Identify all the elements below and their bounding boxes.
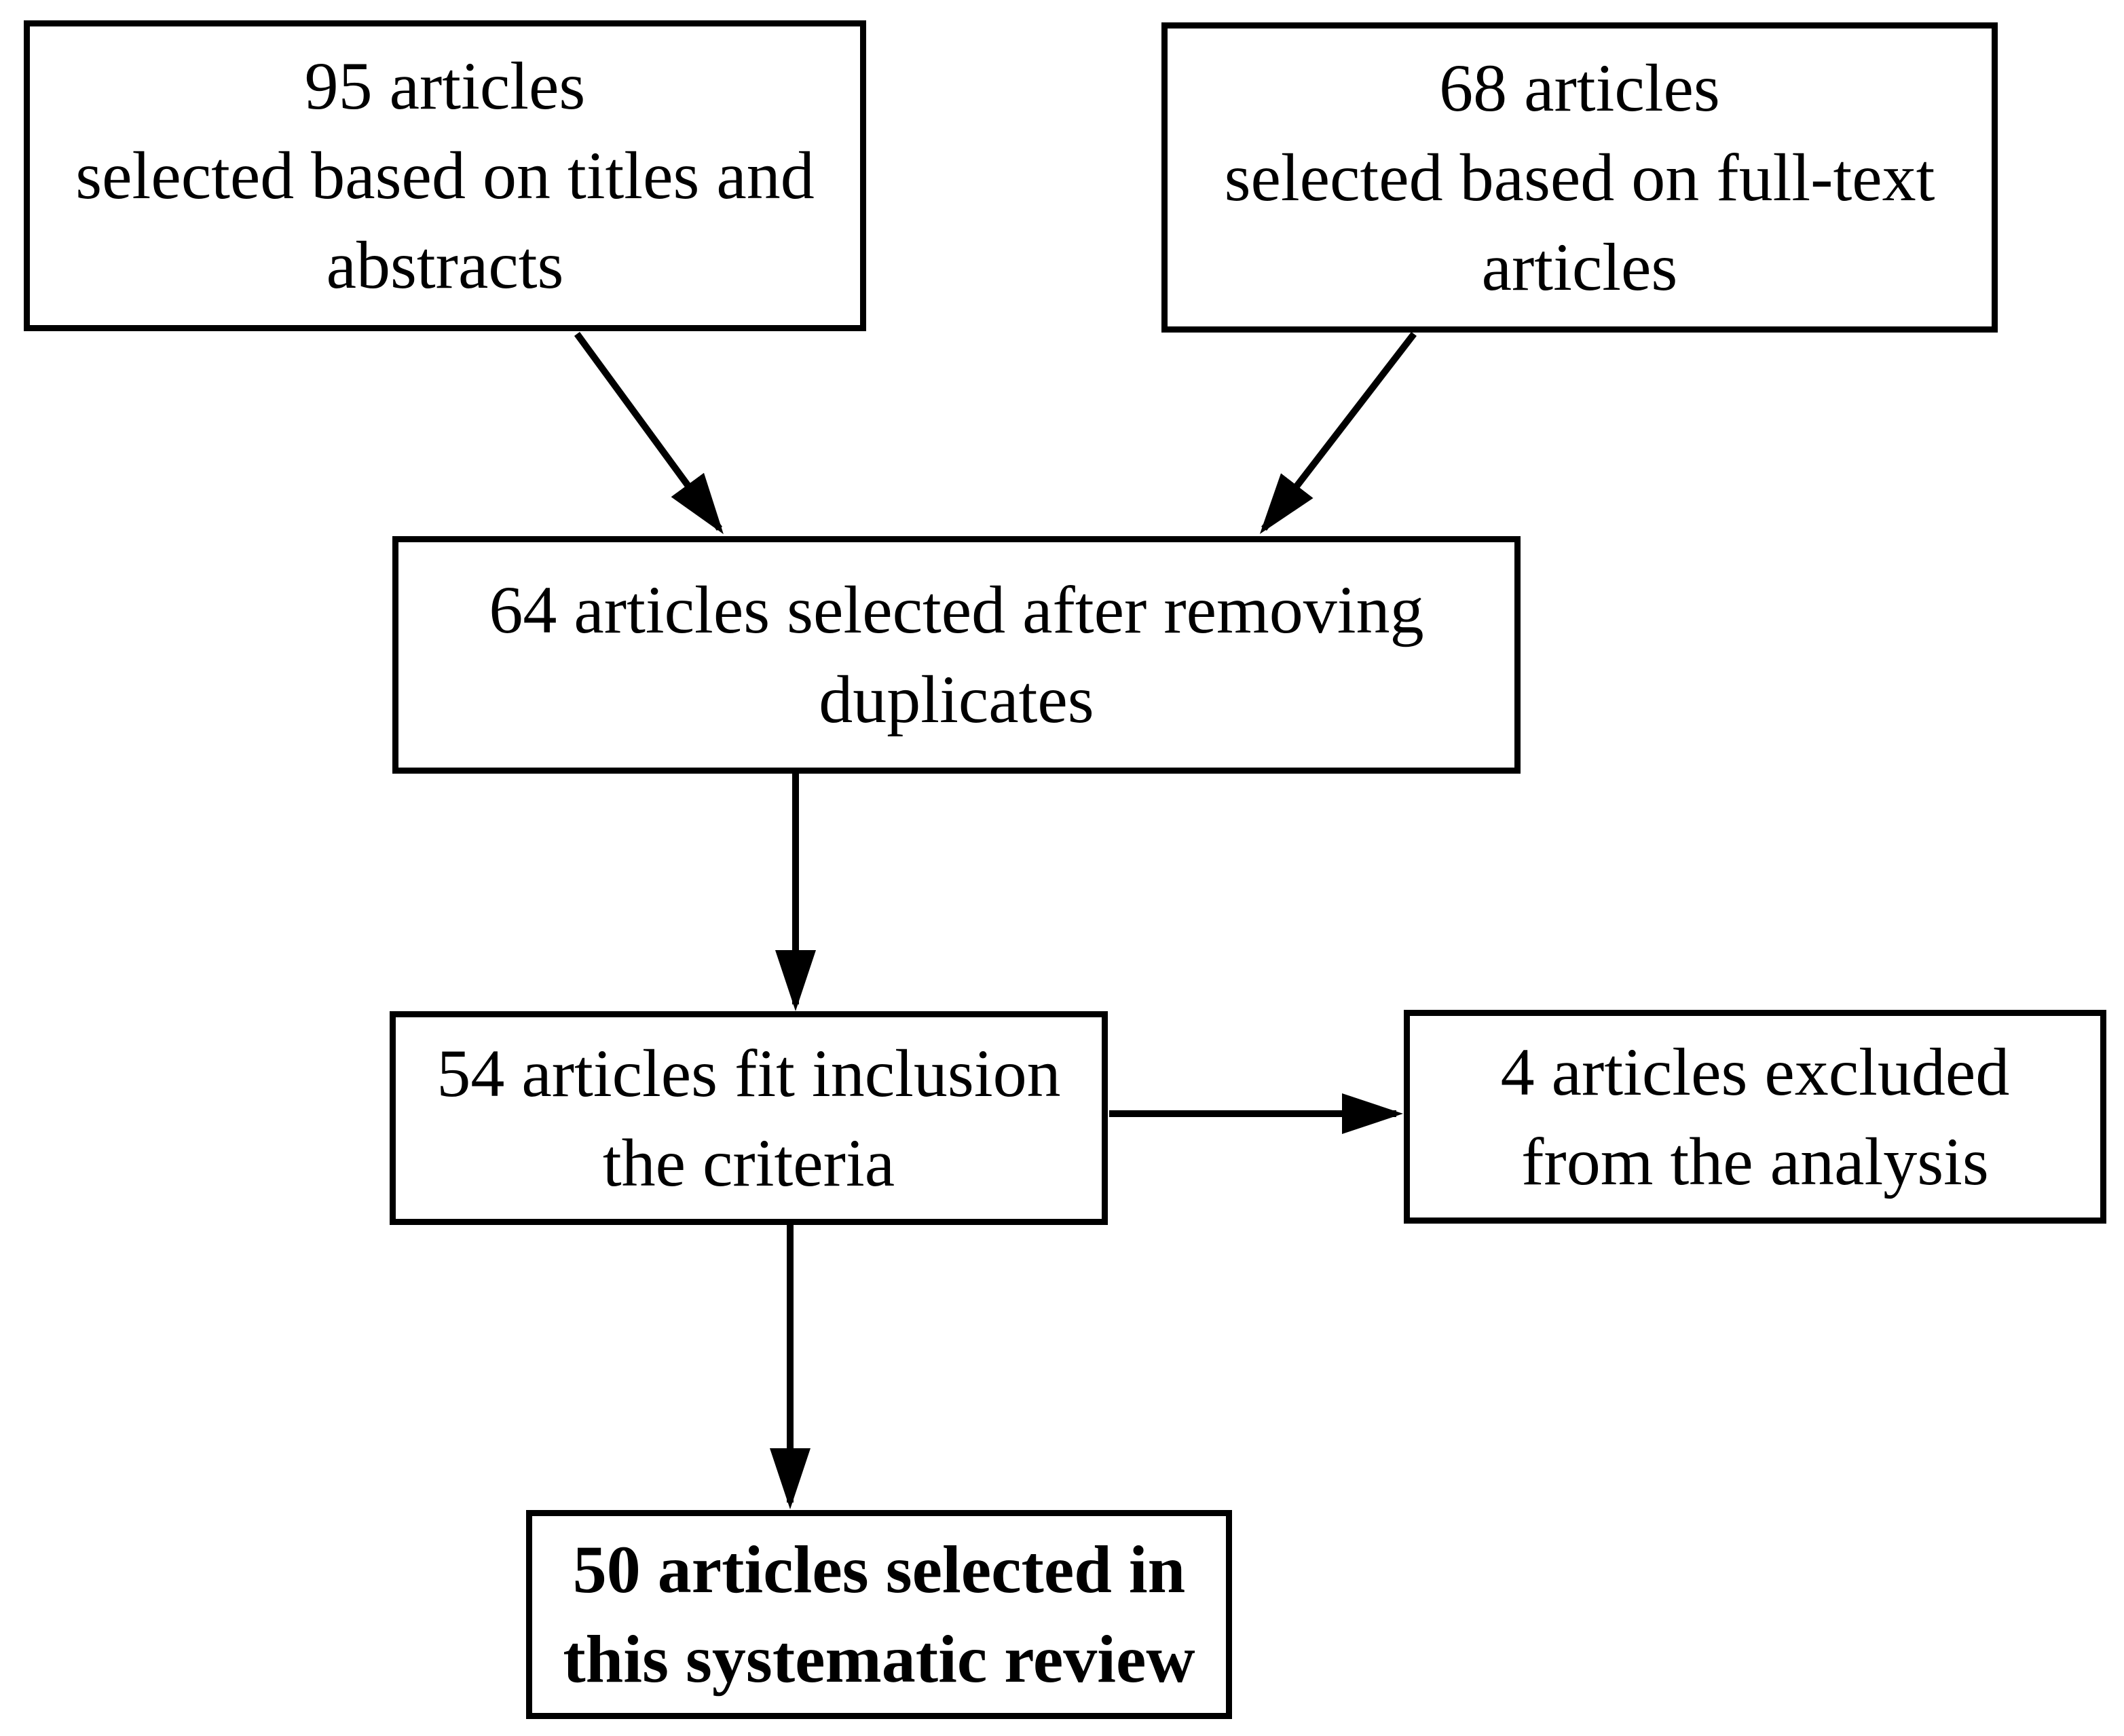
box-inclusion-criteria: 54 articles fit inclusion the criteria	[390, 1011, 1108, 1225]
box-after-duplicates-line2: duplicates	[819, 662, 1094, 737]
box-inclusion-line2: the criteria	[602, 1125, 895, 1201]
box-titles-abstracts: 95 articles selected based on titles and…	[24, 20, 866, 331]
box-titles-abstracts-line2: selected based on titles and	[75, 138, 815, 213]
arrow-fulltext-to-duplicates	[1259, 331, 1417, 534]
box-final-line2: this systematic review	[563, 1621, 1195, 1697]
box-excluded-line2: from the analysis	[1521, 1123, 1989, 1199]
box-final-line1: 50 articles selected in	[572, 1532, 1186, 1607]
box-after-duplicates: 64 articles selected after removing dupl…	[392, 536, 1521, 774]
box-titles-abstracts-line3: abstracts	[326, 227, 564, 303]
box-full-text: 68 articles selected based on full-text …	[1161, 22, 1998, 333]
box-full-text-line3: articles	[1481, 229, 1678, 305]
box-excluded-line1: 4 articles excluded	[1500, 1034, 2010, 1110]
box-full-text-line1: 68 articles	[1439, 50, 1720, 126]
box-full-text-line2: selected based on full-text	[1224, 139, 1935, 215]
box-titles-abstracts-line1: 95 articles	[304, 48, 586, 124]
box-after-duplicates-line1: 64 articles selected after removing	[489, 572, 1424, 647]
box-excluded: 4 articles excluded from the analysis	[1404, 1010, 2106, 1224]
box-final-selection: 50 articles selected in this systematic …	[526, 1510, 1232, 1719]
arrow-titles-to-duplicates	[574, 332, 724, 535]
box-inclusion-line1: 54 articles fit inclusion	[436, 1035, 1061, 1111]
